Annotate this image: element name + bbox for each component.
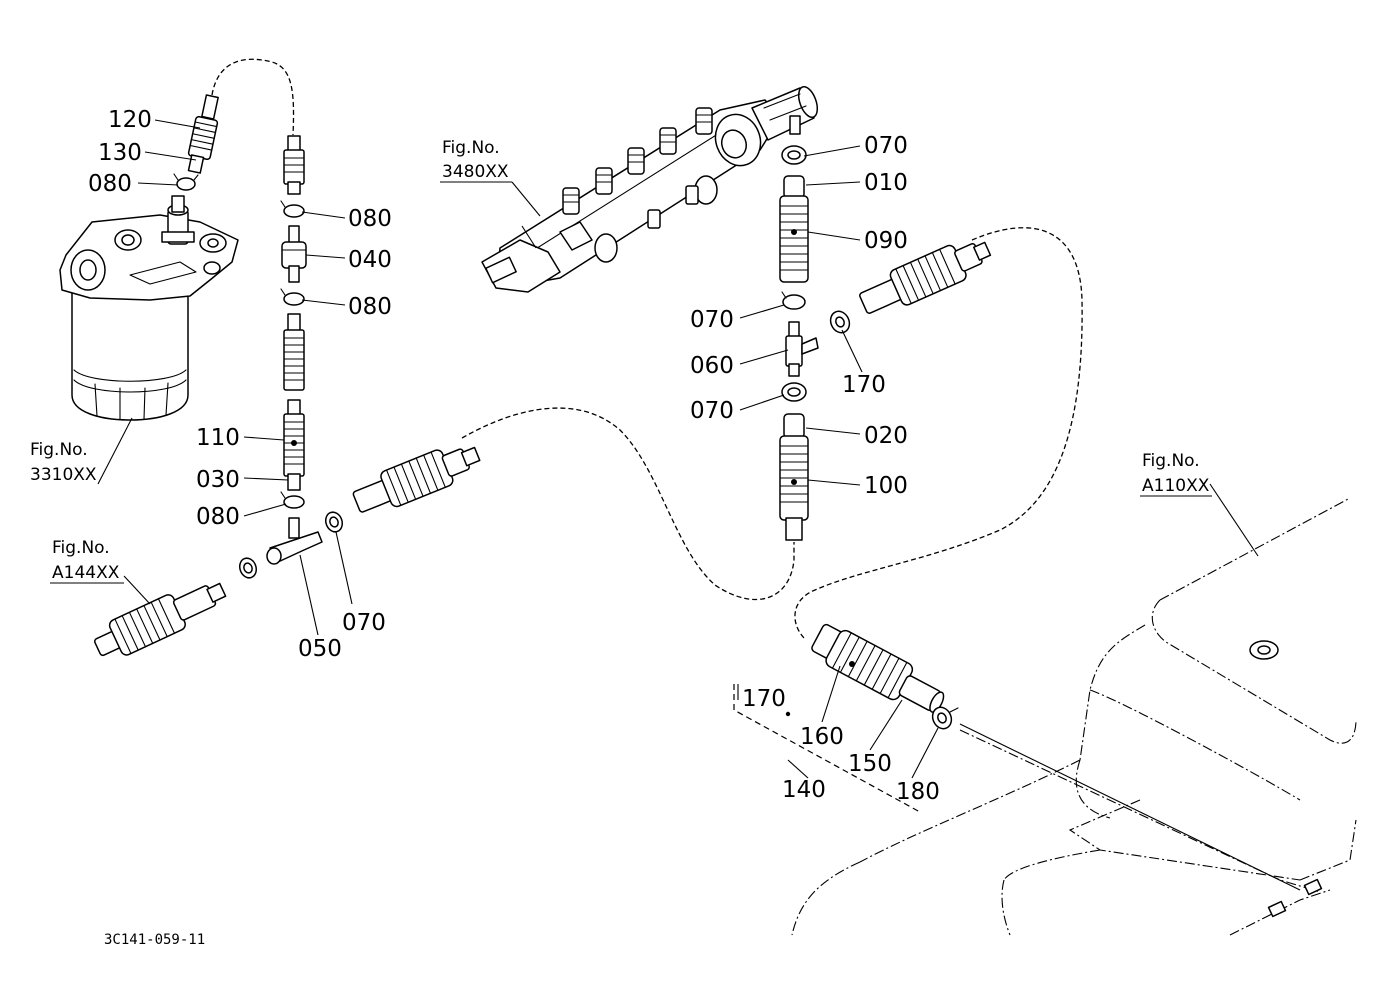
label-040: 040 <box>348 247 392 273</box>
svg-text:Fig.No.: Fig.No. <box>442 138 500 158</box>
fuel-filter-assembly <box>59 195 239 421</box>
hose-filter-to-pipe <box>211 58 295 136</box>
label-170: 170 <box>842 372 886 398</box>
svg-text:A110XX: A110XX <box>1142 476 1210 496</box>
label-100: 100 <box>864 473 908 499</box>
fig-ref-a144xx: Fig.No. A144XX <box>50 538 124 584</box>
tank-hose-140-assembly <box>733 623 959 813</box>
label-120: 120 <box>108 107 152 133</box>
fuel-hoses <box>211 58 1083 641</box>
right-vertical-pipe-stack <box>779 145 819 541</box>
label-140: 140 <box>782 777 826 803</box>
fig-ref-3480xx: Fig.No. 3480XX <box>440 138 541 217</box>
part-120-hose-end <box>187 94 219 174</box>
hose-tee-to-tank <box>461 407 795 601</box>
filter-bowl <box>71 287 189 421</box>
corrugated-hose-left <box>94 582 227 657</box>
label-180: 180 <box>896 779 940 805</box>
clamp-170-a <box>829 310 851 334</box>
label-170: 170 <box>742 686 786 712</box>
tee-050-assembly <box>238 511 344 579</box>
label-070: 070 <box>864 133 908 159</box>
svg-text:Fig.No.: Fig.No. <box>52 538 110 558</box>
svg-text:A144XX: A144XX <box>52 563 120 583</box>
label-080: 080 <box>348 206 392 232</box>
label-130: 130 <box>98 140 142 166</box>
common-rail-assembly <box>481 85 819 293</box>
left-vertical-pipe-stack <box>280 135 307 509</box>
leader-lines <box>97 119 1301 891</box>
fig-ref-a110xx: Fig.No. A110XX <box>1140 451 1212 497</box>
svg-text:3480XX: 3480XX <box>442 162 509 182</box>
svg-text:3310XX: 3310XX <box>30 465 97 485</box>
clamp-080-a <box>173 173 199 191</box>
corrugated-hose-center <box>352 446 481 513</box>
label-090: 090 <box>864 228 908 254</box>
drawing-code: 3C141-059-11 <box>104 932 205 948</box>
label-070: 070 <box>342 610 386 636</box>
label-080: 080 <box>88 171 132 197</box>
label-060: 060 <box>690 353 734 379</box>
label-080: 080 <box>348 294 392 320</box>
label-080: 080 <box>196 504 240 530</box>
label-020: 020 <box>864 423 908 449</box>
hose-return-loop <box>794 227 1083 641</box>
part-labels: 120 130 080 080 040 080 110 030 080 050 … <box>88 107 940 805</box>
label-160: 160 <box>800 724 844 750</box>
label-110: 110 <box>196 425 240 451</box>
corrugated-hose-return <box>859 241 992 314</box>
figure-references: Fig.No. 3480XX Fig.No. 3310XX Fig.No. A1… <box>30 138 1212 584</box>
svg-text:Fig.No.: Fig.No. <box>30 440 88 460</box>
fuel-tank-outline <box>791 497 1357 936</box>
label-030: 030 <box>196 467 240 493</box>
label-150: 150 <box>848 751 892 777</box>
label-010: 010 <box>864 170 908 196</box>
label-050: 050 <box>298 636 342 662</box>
label-070: 070 <box>690 398 734 424</box>
label-070: 070 <box>690 307 734 333</box>
fig-ref-3310xx: Fig.No. 3310XX <box>30 440 97 485</box>
svg-text:Fig.No.: Fig.No. <box>1142 451 1200 471</box>
